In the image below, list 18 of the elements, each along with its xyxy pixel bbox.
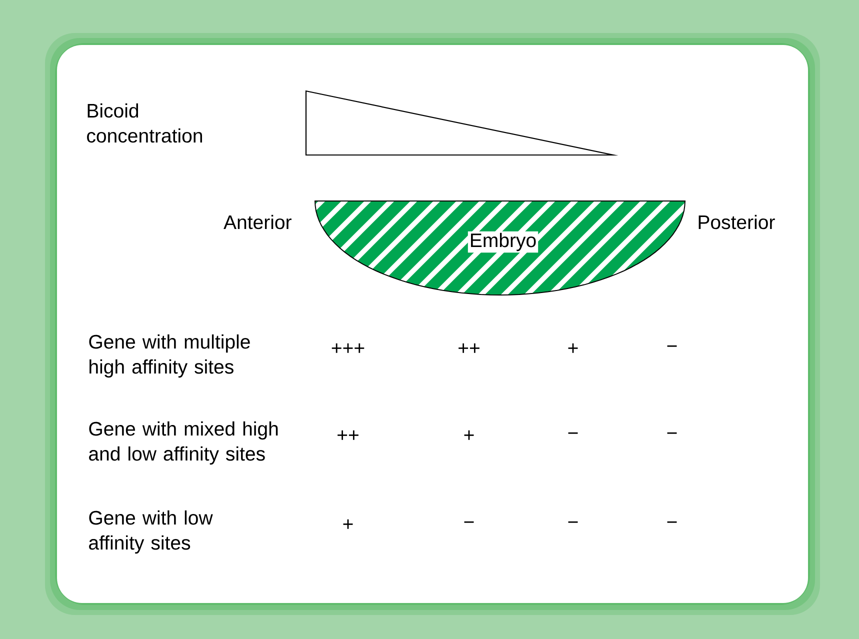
row-label: Gene with multiple high affinity sites: [89, 334, 250, 378]
expression-level: ++: [458, 343, 480, 353]
expression-level: ++: [338, 430, 358, 440]
expression-level: −: [667, 521, 677, 523]
side-label: Posterior: [698, 214, 775, 230]
expression-level: −: [667, 432, 677, 434]
row-label: Gene with mixed high and low affinity sites: [89, 421, 278, 465]
expression-level: +++: [332, 343, 364, 353]
row-label: Gene with low affinity sites: [89, 510, 213, 554]
side-label: Anterior: [224, 214, 292, 230]
expression-level: −: [568, 432, 578, 434]
expression-level: −: [464, 521, 474, 523]
expression-level: +: [568, 343, 578, 353]
expression-level: −: [667, 345, 677, 347]
expression-level: +: [343, 519, 353, 529]
expression-level: −: [568, 521, 578, 523]
axis-label: Bicoid concentration: [87, 103, 202, 143]
expression-level: +: [464, 430, 474, 440]
